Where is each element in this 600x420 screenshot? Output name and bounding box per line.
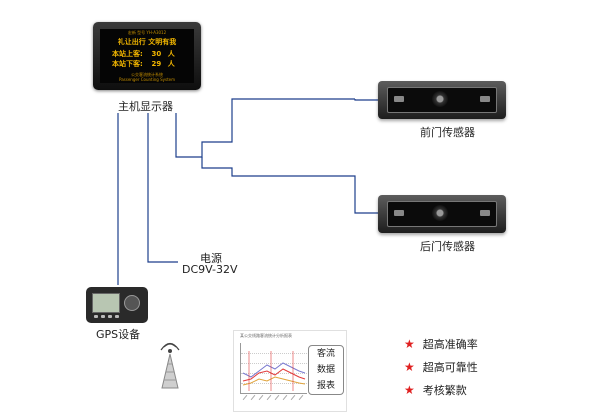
sensor-lens xyxy=(432,91,448,107)
report-callout: 客流 数据 报表 xyxy=(308,345,344,395)
display-screen: 宏新 型号 YH-A3012 礼让出行 文明有我 本站上客: 30 人 本站下客… xyxy=(100,29,194,83)
display-slogan: 礼让出行 文明有我 xyxy=(117,38,177,46)
alighting-count: 29 xyxy=(151,60,162,68)
wire-main-to-sensors xyxy=(175,98,355,158)
report-lines xyxy=(242,351,306,391)
display-row-alighting: 本站下客: 29 人 xyxy=(112,60,194,68)
star-icon: ★ xyxy=(404,383,415,397)
display-footer-cn: 公交客流统计系统 xyxy=(131,72,163,77)
display-header: 宏新 型号 YH-A3012 xyxy=(127,30,167,35)
callout-line-3: 报表 xyxy=(316,381,335,391)
power-title: 电源 xyxy=(200,252,222,265)
main-display-label: 主机显示器 xyxy=(118,100,173,113)
report-plot xyxy=(240,343,307,394)
antenna-icon xyxy=(160,342,180,389)
front-door-sensor xyxy=(378,81,506,119)
gps-key xyxy=(115,315,119,318)
rear-door-sensor xyxy=(378,195,506,233)
boarding-label: 本站上客: xyxy=(112,50,143,58)
gps-key xyxy=(108,315,112,318)
sensor-mark-left xyxy=(394,96,404,102)
sensor-mark-left xyxy=(394,210,404,216)
passenger-report: 某公交线路客流统计分析报表 客流 数据 报表 xyxy=(233,330,347,412)
feature-item: ★ 超高可靠性 xyxy=(404,359,478,375)
gps-dial xyxy=(124,295,140,311)
gps-key xyxy=(101,315,105,318)
callout-line-1: 客流 xyxy=(316,349,335,359)
main-display-device: 宏新 型号 YH-A3012 礼让出行 文明有我 本站上客: 30 人 本站下客… xyxy=(93,22,201,90)
alighting-label: 本站下客: xyxy=(112,60,143,68)
wire-to-front-sensor xyxy=(354,99,378,101)
sensor-mark-right xyxy=(480,210,490,216)
front-sensor-label: 前门传感器 xyxy=(420,126,475,139)
display-footer-en: Passenger Counting System xyxy=(118,77,175,82)
sensor-mark-right xyxy=(480,96,490,102)
callout-line-2: 数据 xyxy=(316,365,335,375)
feature-item: ★ 超高准确率 xyxy=(404,336,478,352)
report-title: 某公交线路客流统计分析报表 xyxy=(240,333,292,338)
gps-label: GPS设备 xyxy=(96,328,141,341)
gps-device xyxy=(86,287,148,323)
boarding-unit: 人 xyxy=(167,50,175,58)
feature-item: ★ 考核繁款 xyxy=(404,382,467,398)
star-icon: ★ xyxy=(404,360,415,374)
gps-key xyxy=(94,315,98,318)
sensor-lens xyxy=(432,205,448,221)
display-row-boarding: 本站上客: 30 人 xyxy=(112,50,194,58)
feature-text: 超高准确率 xyxy=(422,338,478,351)
feature-text: 超高可靠性 xyxy=(422,361,478,374)
power-voltage: DC9V-32V xyxy=(182,263,238,276)
wire-to-rear-sensor xyxy=(201,157,378,214)
wire-main-to-power xyxy=(147,113,178,263)
gps-screen xyxy=(92,293,120,313)
star-icon: ★ xyxy=(404,337,415,351)
feature-text: 考核繁款 xyxy=(422,384,467,397)
rear-sensor-label: 后门传感器 xyxy=(420,240,475,253)
alighting-unit: 人 xyxy=(167,60,175,68)
report-x-ticks xyxy=(240,394,306,405)
boarding-count: 30 xyxy=(151,50,162,58)
